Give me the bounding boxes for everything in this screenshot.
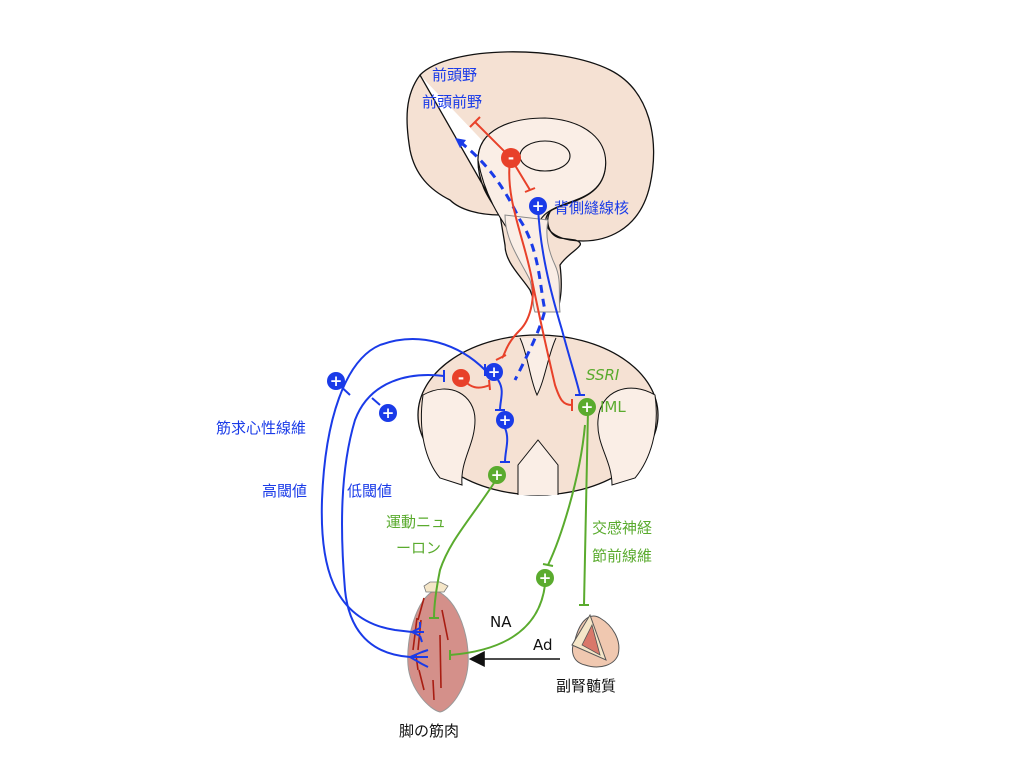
blue-chain-1: [497, 379, 503, 411]
spindle-ending-high: [411, 622, 424, 643]
label-sympathetic-1: 交感神経: [592, 519, 652, 537]
node-dorsal-minus: -: [452, 369, 470, 387]
blue-chain-2: [504, 427, 509, 463]
node-symbol: +: [491, 466, 504, 484]
sympathetic-postganglionic: [547, 424, 586, 566]
thalamus: [519, 140, 571, 172]
label-motor-neuron-1: 運動ニュ: [386, 513, 446, 531]
label-ad: Ad: [533, 636, 553, 654]
brainstem: [504, 214, 561, 313]
green-terminal: [542, 563, 554, 567]
node-symbol: +: [581, 398, 594, 416]
arrow-head: [455, 138, 466, 148]
dorsal-horn-right: [597, 387, 657, 486]
node-symbol: -: [458, 369, 464, 387]
low-threshold-afferent: [341, 374, 445, 658]
label-na: NA: [490, 613, 512, 631]
node-raphe: +: [529, 197, 547, 215]
node-symbol: +: [539, 569, 552, 587]
label-motor-neuron-2: ーロン: [396, 539, 441, 557]
raphe-descending-path: [537, 206, 581, 396]
motor-neuron-axon: [433, 479, 497, 619]
node-symbol: -: [508, 149, 514, 167]
descending-dashed-path: [459, 140, 547, 381]
inhibit-bar: [488, 379, 491, 391]
node-symbol: +: [499, 411, 512, 429]
node-symbol: +: [532, 197, 545, 215]
label-prefrontal-2: 前頭前野: [422, 93, 482, 111]
spinal-cord: [417, 334, 659, 496]
node-symbol: +: [382, 404, 395, 422]
node-symbol: +: [488, 363, 501, 381]
label-sympathetic-2: 節前線維: [592, 547, 652, 565]
inhibit-bar: [495, 354, 507, 361]
ventral-median-fissure: [517, 439, 559, 495]
high-threshold-afferent: [320, 338, 486, 633]
inhibit-bar: [469, 116, 481, 128]
label-iml: IML: [600, 398, 626, 416]
muscle-body: [407, 589, 469, 713]
label-adrenal-medulla: 副腎髄質: [556, 677, 616, 695]
na-fiber: [449, 584, 546, 656]
sympathetic-preganglionic: [583, 409, 589, 606]
red-descending-left: [501, 159, 534, 359]
label-low-threshold: 低閾値: [347, 482, 392, 500]
dorsal-horn-left: [420, 388, 476, 486]
node-dorsal-plus: +: [485, 363, 503, 381]
label-muscle-afferent: 筋求心性線維: [216, 419, 306, 437]
leg-muscle: [407, 581, 469, 713]
label-ssri: SSRI: [586, 366, 620, 384]
red-descending-right: [531, 279, 573, 406]
node-pfc-inhibitory: -: [501, 148, 521, 168]
label-prefrontal-1: 前頭野: [432, 66, 477, 84]
node-afferent-low: +: [379, 404, 397, 422]
node-afferent-high: +: [327, 372, 345, 390]
inhibit-bar: [524, 187, 536, 193]
node-interneuron-plus: +: [496, 411, 514, 429]
adrenal-medulla-core: [581, 623, 601, 656]
node-motor-neuron: +: [488, 466, 506, 484]
node-iml: +: [578, 398, 596, 416]
label-leg-muscle: 脚の筋肉: [399, 722, 459, 740]
label-high-threshold: 高閾値: [262, 482, 307, 500]
muscle-fibers: [412, 597, 449, 701]
spindle-ending-low: [409, 649, 429, 668]
node-symbol: +: [330, 372, 343, 390]
node-sympathetic-ganglion: +: [536, 569, 554, 587]
label-dorsal-raphe: 背側縫線核: [554, 199, 629, 217]
afferent-branch: [371, 397, 381, 406]
adrenal-gland: [571, 613, 620, 668]
